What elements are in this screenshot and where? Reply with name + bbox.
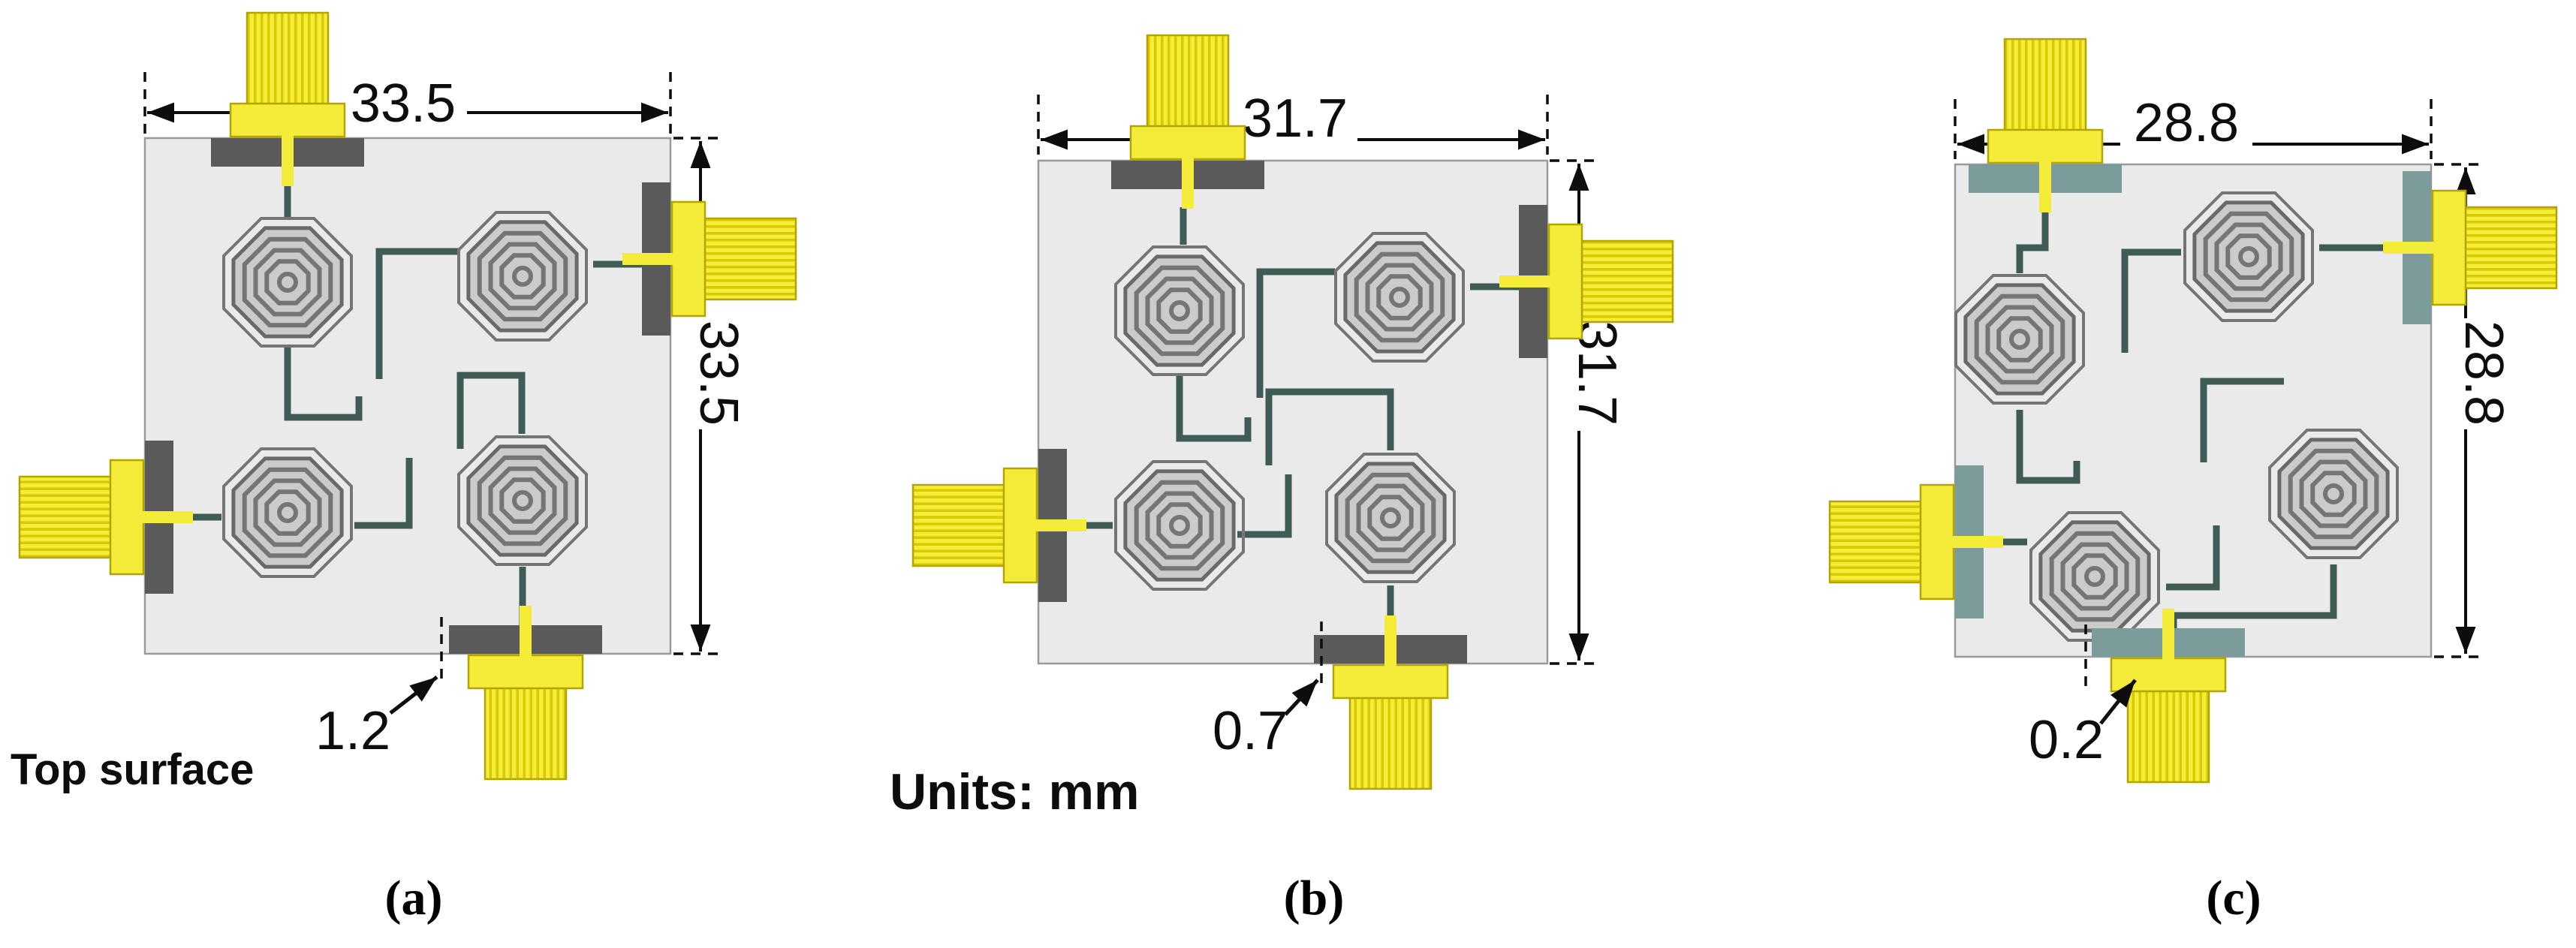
resonator-bottom-left <box>224 449 351 576</box>
panel-a: 33.5 33.5 1.2 Top surface (a) <box>11 11 797 925</box>
substrate-board <box>1037 159 1549 665</box>
resonator-bottom-right <box>459 437 586 564</box>
dimension-width: 28.8 <box>1954 93 2433 159</box>
dimension-height: 28.8 <box>2434 163 2514 658</box>
resonator-top-left <box>1956 275 2083 403</box>
panel-c: 28.8 28.8 0.2 (c) <box>1828 38 2558 925</box>
top-surface-note: Top surface <box>11 745 254 794</box>
thickness-dimension-text: 0.7 <box>1213 701 1288 761</box>
dimension-thickness: 1.2 <box>315 617 443 761</box>
width-dimension-text: 28.8 <box>2134 93 2239 153</box>
resonator-bottom-right <box>2270 430 2397 558</box>
resonator-top-left <box>224 218 351 346</box>
panel-a-label: (a) <box>385 871 443 925</box>
dimension-width: 33.5 <box>143 72 672 134</box>
height-dimension-text: 33.5 <box>688 321 749 426</box>
microstrip-traces <box>1986 212 2403 630</box>
dimension-thickness: 0.7 <box>1213 621 1323 761</box>
resonator-top-right <box>1336 233 1463 361</box>
substrate-board <box>143 137 672 655</box>
panel-b: 31.7 31.7 0.7 Units: mm (b) <box>890 34 1674 925</box>
dimension-thickness: 0.2 <box>2029 624 2137 770</box>
height-dimension-text: 28.8 <box>2454 321 2514 426</box>
panel-b-label: (b) <box>1284 871 1345 925</box>
resonator-top-right <box>2185 193 2312 321</box>
dimension-width: 31.7 <box>1037 89 1549 155</box>
units-note: Units: mm <box>890 763 1139 820</box>
width-dimension-text: 31.7 <box>1243 89 1348 149</box>
thickness-dimension-text: 0.2 <box>2029 710 2104 770</box>
panel-c-label: (c) <box>2206 871 2261 925</box>
resonator-bottom-left <box>2031 513 2159 640</box>
resonator-bottom-left <box>1116 462 1243 589</box>
resonator-top-left <box>1116 247 1243 375</box>
width-dimension-text: 33.5 <box>351 74 456 134</box>
resonator-bottom-right <box>1327 454 1454 582</box>
thickness-dimension-text: 1.2 <box>315 701 390 761</box>
resonator-top-right <box>459 212 586 340</box>
